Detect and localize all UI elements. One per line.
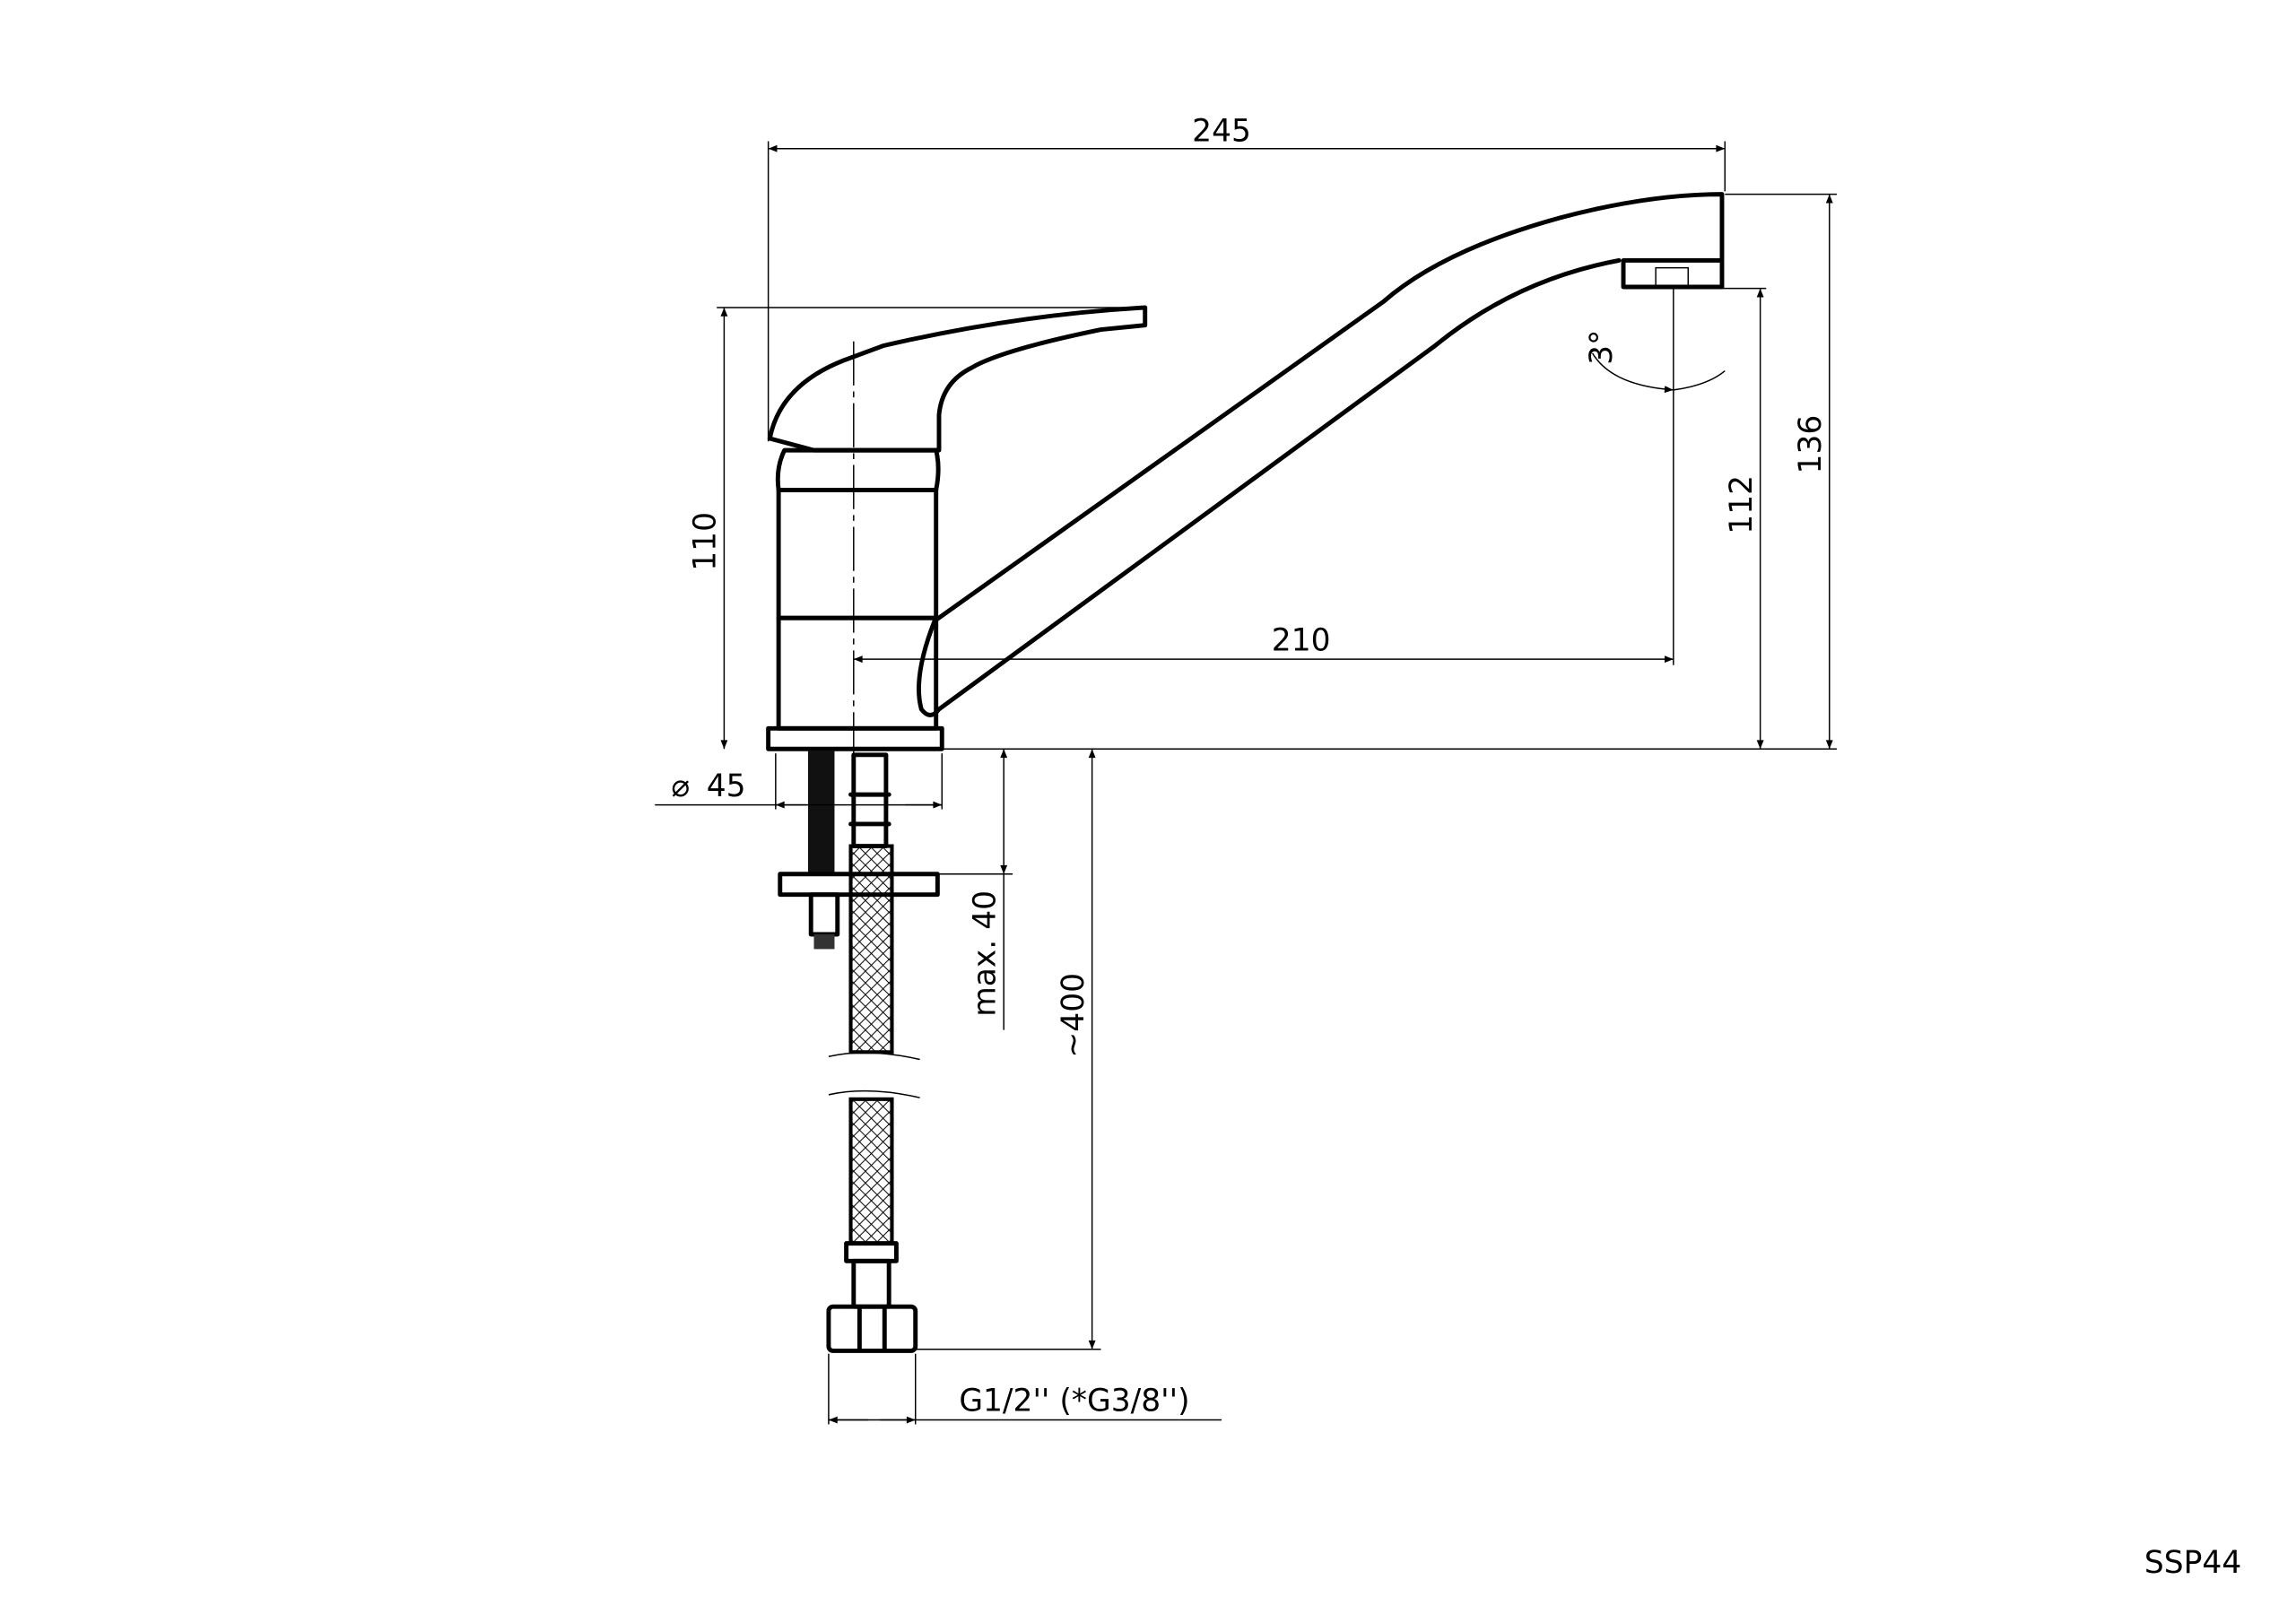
dim-base-diameter: 45	[707, 768, 746, 804]
dim-spout-angle: 3°	[1584, 330, 1620, 365]
lever-handle	[767, 305, 1148, 453]
dim-spout-reach: 210	[1272, 622, 1331, 658]
dim-lever-height: 110	[688, 512, 724, 571]
dim-total-height: 136	[1793, 415, 1829, 474]
dim-overall-length: 245	[1192, 114, 1251, 150]
flex-hose	[826, 752, 920, 1353]
dim-max-thickness: max. 40	[967, 890, 1003, 1017]
spout	[917, 192, 1725, 717]
faucet-body	[766, 341, 944, 754]
dim-diameter-symbol: ⌀	[671, 768, 690, 804]
dim-outlet-height: 112	[1724, 475, 1760, 534]
dim-connection-thread: G1/2'' (*G3/8'')	[959, 1384, 1189, 1419]
dim-hose-length: ~400	[1056, 973, 1091, 1058]
model-code: SSP44	[2144, 1545, 2241, 1581]
dimension-lines	[655, 141, 1837, 1425]
